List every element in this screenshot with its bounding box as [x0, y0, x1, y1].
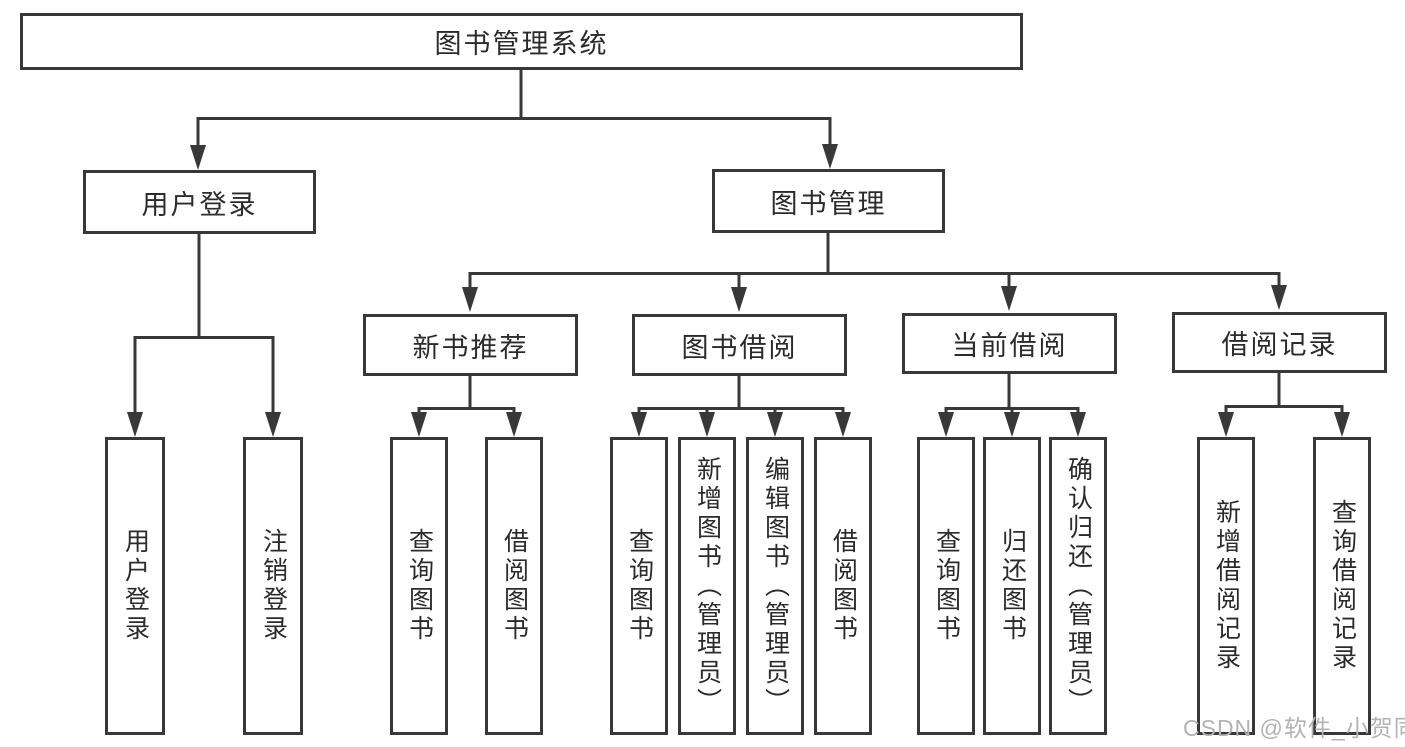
leaf-new-borrow-books-label: 借阅图书 — [500, 528, 529, 644]
leaf-current-return-books-label: 归还图书 — [998, 528, 1027, 644]
watermark-text: CSDN @软件_小贺同学 — [1183, 715, 1405, 741]
node-user-login-branch: 用户登录 — [83, 170, 316, 234]
leaf-user-login-label: 用户登录 — [121, 528, 150, 644]
leaf-user-logout: 注销登录 — [243, 437, 303, 735]
leaf-current-confirm-return-admin: 确认归还（管理员） — [1049, 437, 1107, 735]
node-book-borrowing: 图书借阅 — [632, 314, 847, 376]
node-borrowing-records: 借阅记录 — [1172, 312, 1387, 373]
leaf-record-add-borrow-record-label: 新增借阅记录 — [1212, 499, 1241, 673]
node-root-system: 图书管理系统 — [20, 13, 1023, 70]
node-current-borrowing-label: 当前借阅 — [951, 331, 1068, 361]
leaf-record-query-borrow-record: 查询借阅记录 — [1313, 437, 1371, 735]
node-user-login-branch-label: 用户登录 — [141, 189, 258, 220]
leaf-current-query-books: 查询图书 — [917, 437, 975, 735]
leaf-current-return-books: 归还图书 — [983, 437, 1041, 735]
leaf-record-query-borrow-record-label: 查询借阅记录 — [1328, 499, 1357, 673]
node-book-management-branch-label: 图书管理 — [770, 188, 887, 219]
node-new-book-recommendation: 新书推荐 — [363, 314, 578, 376]
leaf-user-login: 用户登录 — [105, 437, 165, 735]
node-current-borrowing: 当前借阅 — [902, 313, 1117, 374]
node-borrowing-records-label: 借阅记录 — [1221, 330, 1338, 360]
node-root-system-label: 图书管理系统 — [434, 29, 609, 59]
leaf-borrow-add-books-admin-label: 新增图书（管理员） — [693, 455, 722, 717]
leaf-borrow-query-books: 查询图书 — [610, 437, 668, 735]
leaf-borrow-edit-books-admin-label: 编辑图书（管理员） — [761, 455, 790, 717]
leaf-new-borrow-books: 借阅图书 — [485, 437, 543, 735]
leaf-borrow-lend-books: 借阅图书 — [814, 437, 872, 735]
node-book-management-branch: 图书管理 — [712, 169, 945, 233]
leaf-borrow-edit-books-admin: 编辑图书（管理员） — [746, 437, 804, 735]
leaf-current-query-books-label: 查询图书 — [932, 528, 961, 644]
leaf-borrow-query-books-label: 查询图书 — [625, 528, 654, 644]
leaf-record-add-borrow-record: 新增借阅记录 — [1197, 437, 1255, 735]
leaf-current-confirm-return-admin-label: 确认归还（管理员） — [1064, 455, 1093, 717]
leaf-borrow-lend-books-label: 借阅图书 — [829, 528, 858, 644]
leaf-new-query-books-label: 查询图书 — [405, 528, 434, 644]
node-new-book-recommendation-label: 新书推荐 — [412, 332, 529, 363]
node-book-borrowing-label: 图书借阅 — [681, 332, 798, 363]
leaf-new-query-books: 查询图书 — [390, 437, 448, 735]
leaf-borrow-add-books-admin: 新增图书（管理员） — [678, 437, 736, 735]
leaf-user-logout-label: 注销登录 — [259, 528, 288, 644]
